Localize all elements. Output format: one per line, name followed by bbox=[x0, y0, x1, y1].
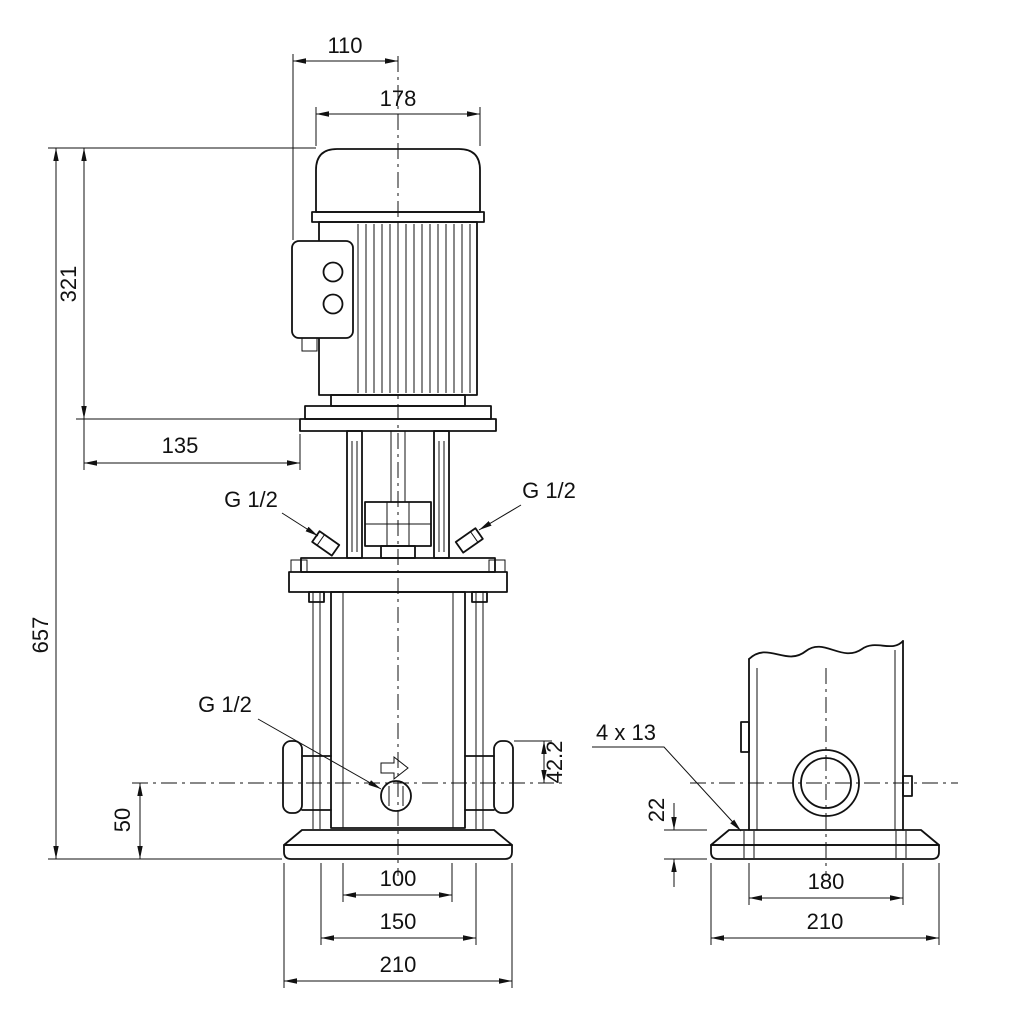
dim-110-label: 110 bbox=[327, 33, 362, 58]
dim-g12-drain: G 1/2 bbox=[198, 692, 382, 790]
dim-135: 135 bbox=[83, 419, 301, 470]
dim-bolt-holes: 4 x 13 bbox=[592, 720, 742, 832]
discharge-port-flange bbox=[493, 740, 514, 814]
base-side-chamfer bbox=[710, 829, 940, 846]
vent-plug-right bbox=[454, 527, 484, 554]
dim-22-base-height: 22 bbox=[644, 798, 707, 887]
cable-entry-hole-top bbox=[322, 261, 344, 283]
plug-top-right-label: G 1/2 bbox=[522, 478, 576, 503]
plug-top-left-label: G 1/2 bbox=[224, 487, 278, 512]
tie-rod-nut-right bbox=[471, 591, 488, 603]
bolt-holes-label: 4 x 13 bbox=[596, 720, 656, 745]
tie-rod-nut-left bbox=[308, 591, 325, 603]
dim-135-label: 135 bbox=[162, 433, 199, 458]
break-line bbox=[748, 640, 904, 660]
side-clamp bbox=[740, 721, 750, 753]
dim-42-2-port-offset: 42.2 bbox=[514, 740, 567, 784]
front-view-motor bbox=[291, 148, 497, 432]
motor-fan-cover bbox=[315, 148, 481, 213]
dim-150-front: 150 bbox=[320, 863, 477, 945]
front-view-pump bbox=[282, 557, 514, 860]
cable-entry-hole-bottom bbox=[322, 293, 344, 315]
side-view bbox=[710, 640, 940, 860]
dim-657-total-height: 657 bbox=[28, 148, 282, 860]
dim-210-front: 210 bbox=[283, 863, 513, 988]
dim-657-label: 657 bbox=[28, 617, 53, 654]
front-view-lantern bbox=[311, 430, 484, 559]
pump-shaft bbox=[390, 431, 406, 502]
dim-210-side-label: 210 bbox=[807, 909, 844, 934]
drain-plug bbox=[380, 780, 412, 812]
dim-g12-top-left: G 1/2 bbox=[224, 487, 319, 537]
staybolt-nut-right bbox=[488, 559, 506, 573]
dim-178-motor-width: 178 bbox=[315, 86, 481, 146]
dim-50-port-height: 50 bbox=[110, 783, 143, 859]
dim-22-label: 22 bbox=[644, 798, 669, 822]
staybolt-nut-left bbox=[290, 559, 308, 573]
base-bolt-slots bbox=[743, 831, 907, 858]
suction-port-flange bbox=[282, 740, 303, 814]
dim-42-2-label: 42.2 bbox=[542, 741, 567, 784]
flow-direction-arrow bbox=[380, 755, 409, 781]
side-port-bore bbox=[800, 757, 852, 809]
base-front-plate bbox=[283, 844, 513, 860]
dim-321-label: 321 bbox=[56, 266, 81, 303]
dim-178-label: 178 bbox=[380, 86, 417, 111]
plug-drain-label: G 1/2 bbox=[198, 692, 252, 717]
lantern-column-left bbox=[346, 430, 363, 559]
dim-100-label: 100 bbox=[380, 866, 417, 891]
dim-150-label: 150 bbox=[380, 909, 417, 934]
drain-plug-flats bbox=[388, 786, 404, 806]
dim-180-label: 180 bbox=[808, 869, 845, 894]
adapter-plate bbox=[299, 418, 497, 432]
motor-cooling-fins bbox=[357, 224, 471, 393]
chamber-walls bbox=[342, 592, 454, 828]
tie-rods bbox=[312, 592, 484, 829]
terminal-box bbox=[291, 240, 354, 339]
side-port-outer bbox=[792, 749, 860, 817]
lantern-column-right bbox=[433, 430, 450, 559]
coupling-details bbox=[365, 502, 431, 546]
dim-g12-top-right: G 1/2 bbox=[478, 478, 576, 531]
dim-210-front-label: 210 bbox=[380, 952, 417, 977]
dim-50-label: 50 bbox=[110, 808, 135, 832]
dim-210-side: 210 bbox=[710, 863, 940, 945]
side-boss bbox=[902, 775, 913, 797]
dim-110-terminal-box: 110 bbox=[292, 33, 398, 240]
dim-180-side: 180 bbox=[748, 863, 904, 905]
base-side-plate bbox=[710, 844, 940, 860]
pump-sleeve bbox=[330, 591, 466, 829]
terminal-box-boss bbox=[301, 337, 318, 352]
vent-plug-left bbox=[311, 530, 341, 557]
dim-321-motor-height: 321 bbox=[48, 147, 316, 420]
dim-100-front: 100 bbox=[342, 863, 453, 902]
lantern-bolts bbox=[351, 441, 445, 552]
